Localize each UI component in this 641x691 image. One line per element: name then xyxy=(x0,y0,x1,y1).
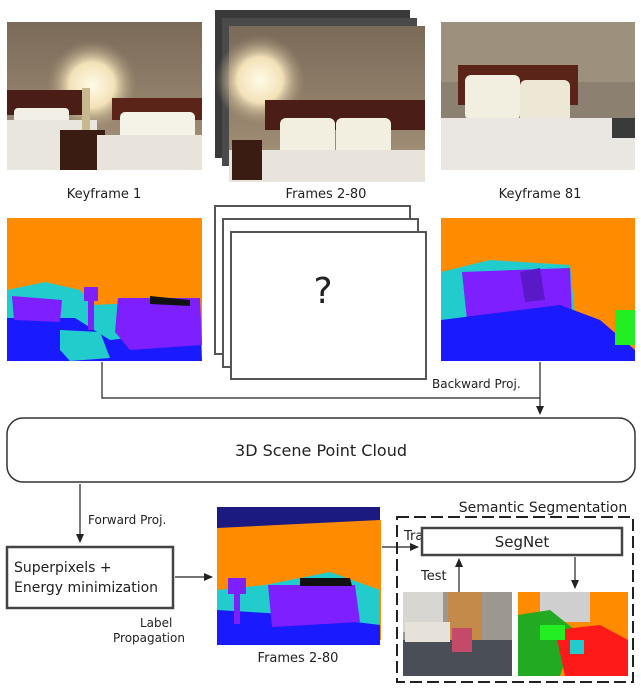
point-cloud-box xyxy=(6,417,636,483)
superpixels-box xyxy=(5,545,175,610)
superpixels-label-line2: Energy minimization xyxy=(14,580,158,596)
semantic-segmentation-title: Semantic Segmentation xyxy=(459,500,628,516)
label-propagation-label-line2: Propagation xyxy=(113,631,185,645)
frames-unknown-stack: ? xyxy=(214,205,427,380)
backward-proj-arrow xyxy=(101,362,544,415)
backward-proj-label: Backward Proj. xyxy=(432,377,521,391)
caption-frames-top: Frames 2-80 xyxy=(286,187,367,202)
unknown-question-mark: ? xyxy=(313,271,332,312)
keyframe-81-labels xyxy=(441,218,635,361)
caption-frames-bottom: Frames 2-80 xyxy=(258,651,339,666)
keyframe-1-photo xyxy=(7,22,202,170)
label-propagation-label-line1: Label xyxy=(140,616,172,630)
caption-keyframe-81: Keyframe 81 xyxy=(499,187,582,202)
semantic-segmentation-panel xyxy=(396,516,634,683)
keyframe-81-photo xyxy=(441,22,635,170)
point-cloud-label: 3D Scene Point Cloud xyxy=(235,441,407,460)
segnet-box xyxy=(420,526,624,557)
test-photo xyxy=(403,592,512,676)
superpixels-label-line1: Superpixels + xyxy=(14,560,112,576)
propagated-labels-stack xyxy=(217,507,381,645)
frames-stack-photos xyxy=(215,10,425,182)
caption-keyframe-1: Keyframe 1 xyxy=(67,187,142,202)
forward-proj-label: Forward Proj. xyxy=(88,513,166,527)
segnet-label: SegNet xyxy=(495,533,550,551)
prediction-labels xyxy=(518,592,628,676)
test-label: Test xyxy=(420,569,447,584)
keyframe-1-labels xyxy=(7,218,202,361)
